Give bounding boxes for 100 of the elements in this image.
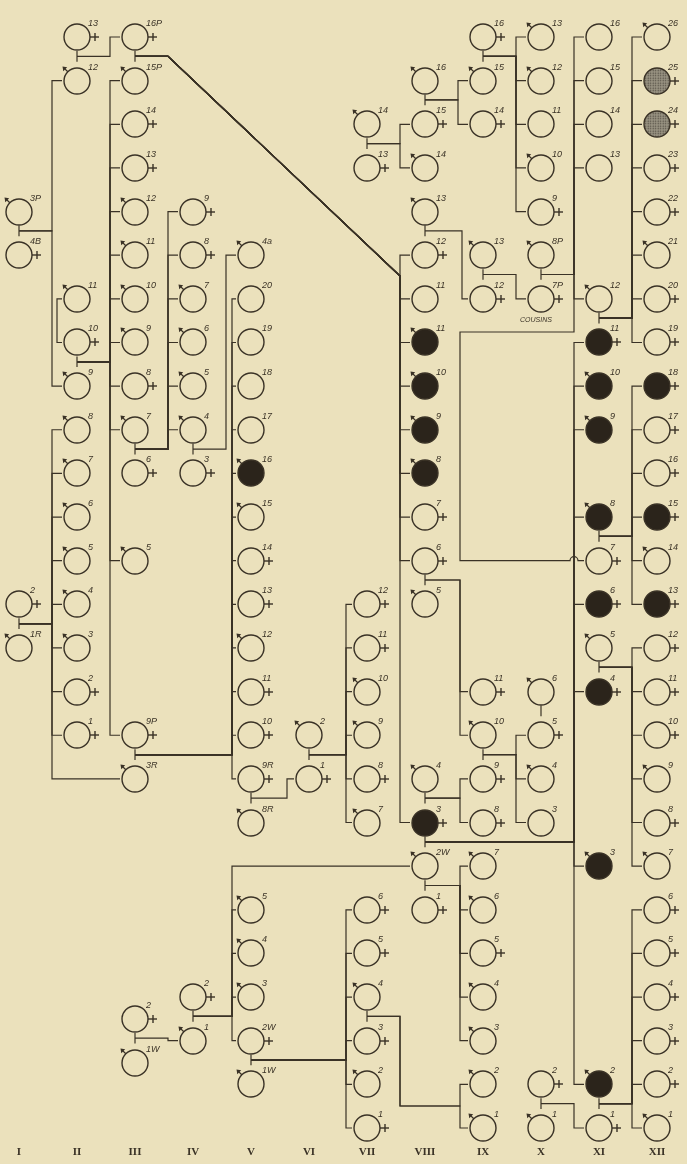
- marriage-line: [540, 1097, 542, 1110]
- descent-line: [76, 361, 121, 736]
- individual-number: 4: [668, 978, 673, 989]
- marriage-line: [424, 835, 426, 848]
- descent-line: [424, 797, 469, 824]
- individual-number: 19: [262, 323, 272, 334]
- generation-numeral: II: [72, 1145, 82, 1157]
- individual-number: 3: [378, 1021, 383, 1032]
- individual-number: 7: [378, 803, 383, 814]
- individual-number: 15: [436, 105, 446, 116]
- individual-number: 4a: [262, 236, 272, 247]
- individual-number: 14: [610, 105, 620, 116]
- generation-numeral: VIII: [414, 1145, 436, 1157]
- individual-number: 11: [378, 628, 388, 639]
- generation-numeral: VI: [302, 1145, 316, 1157]
- individual-number: 5: [262, 890, 267, 901]
- marriage-line: [598, 530, 600, 543]
- descent-line: [134, 1037, 179, 1042]
- descent-line: [366, 1015, 469, 1129]
- individual-number: 5: [552, 716, 557, 727]
- individual-number: 13: [378, 148, 388, 159]
- marriage-line: [134, 1032, 136, 1045]
- individual-number: 10: [610, 367, 620, 378]
- individual-number: 16P: [146, 18, 162, 28]
- individual-number: 5: [204, 367, 209, 378]
- marriage-line: [192, 443, 194, 455]
- marriage-line: [482, 748, 484, 761]
- individual-number: 6: [610, 585, 615, 596]
- generation-numeral: V: [247, 1145, 255, 1157]
- individual-number: 12: [146, 192, 156, 203]
- individual-number: 2: [88, 672, 93, 683]
- individual-number: 13: [668, 585, 678, 596]
- marriage-line: [76, 355, 78, 368]
- individual-number: 8R: [262, 803, 274, 814]
- individual-number: 12: [88, 61, 98, 72]
- descent-line: [540, 1103, 585, 1129]
- individual-number: 10: [262, 716, 272, 727]
- individual-number: 2: [552, 1065, 557, 1076]
- marriage-line: [18, 617, 20, 630]
- marriage-line: [540, 705, 542, 717]
- individual-number: 13: [436, 192, 446, 203]
- descent-line: [424, 230, 469, 300]
- individual-number: 8: [610, 498, 615, 509]
- individual-number: 4: [262, 934, 267, 945]
- individual-number: 3: [494, 1021, 499, 1032]
- individual-number: 7: [610, 541, 615, 552]
- individual-number: 13: [262, 585, 272, 596]
- descent-line: [76, 36, 121, 57]
- individual-number: 24: [668, 105, 678, 116]
- individual-number: 13: [88, 18, 98, 28]
- marriage-line: [250, 792, 252, 805]
- individual-number: 6: [552, 672, 557, 683]
- individual-number: 4: [552, 759, 557, 770]
- individual-number: 3: [668, 1021, 673, 1032]
- individual-number: 10: [146, 279, 156, 290]
- marriage-line: [482, 268, 484, 281]
- individual-number: 17: [668, 410, 678, 421]
- individual-number: 12: [436, 236, 446, 247]
- individual-number: 7: [204, 279, 209, 290]
- individual-number: 2: [668, 1065, 673, 1076]
- marriage-line: [134, 50, 136, 63]
- individual-number: 16: [668, 454, 678, 465]
- individual-number: 3: [88, 628, 93, 639]
- individual-number: 14: [146, 105, 156, 116]
- individual-number: 25: [668, 61, 678, 72]
- generation-numeral: X: [537, 1145, 545, 1157]
- individual-number: 3: [552, 803, 557, 814]
- individual-number: 8: [494, 803, 499, 814]
- individual-number: 16: [436, 61, 446, 72]
- individual-number: 2: [204, 978, 209, 989]
- individual-number: 13: [494, 236, 504, 247]
- individual-number: 2: [494, 1065, 499, 1076]
- marriage-line: [250, 1054, 252, 1066]
- individual-number: 8P: [552, 236, 563, 247]
- individual-number: 17: [262, 410, 272, 421]
- individual-number: 6: [146, 454, 151, 465]
- individual-number: 5: [668, 934, 673, 945]
- descent-line: [134, 429, 179, 450]
- individual-number: 9: [668, 759, 673, 770]
- individual-number: 3: [610, 847, 615, 858]
- individual-number: 15P: [146, 61, 162, 72]
- individual-number: 4: [204, 410, 209, 421]
- descent-line: [366, 143, 411, 169]
- individual-number: 20: [668, 279, 678, 290]
- marriage-line: [424, 224, 426, 237]
- individual-number: 1: [494, 1109, 499, 1119]
- individual-number: 5: [610, 628, 615, 639]
- descent-line: [598, 317, 643, 344]
- individual-number: 7: [494, 847, 499, 858]
- individual-number: 12: [262, 628, 272, 639]
- sibship-bracket: [56, 298, 63, 344]
- individual-number: 9: [146, 323, 151, 334]
- descent-line: [134, 753, 237, 780]
- individual-number: 12: [668, 628, 678, 639]
- individual-number: 7: [668, 847, 673, 858]
- individual-number: 14: [378, 105, 388, 116]
- individual-number: 9: [436, 410, 441, 421]
- individual-number: 18: [668, 367, 678, 378]
- individual-number: 1: [610, 1109, 615, 1119]
- marriage-line: [366, 137, 368, 150]
